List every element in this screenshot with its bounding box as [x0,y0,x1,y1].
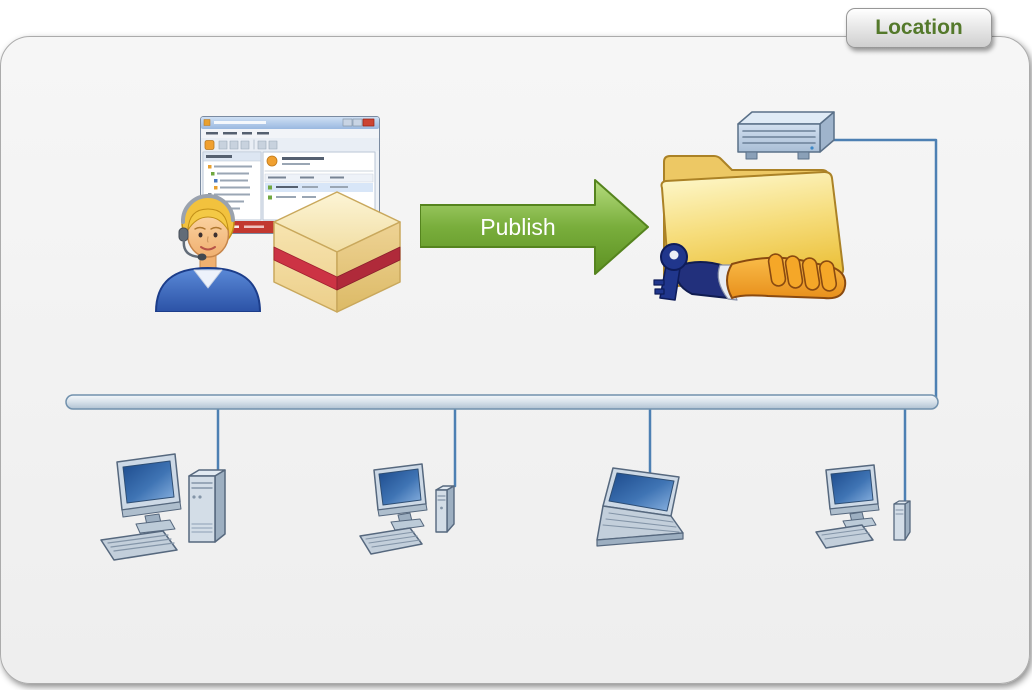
laptop-lid [602,467,680,517]
fingers [767,253,838,292]
minimize-button[interactable] [342,118,353,127]
thin-client-device [893,500,911,541]
monitor [825,464,880,530]
window-title-bar [201,117,379,129]
screen [830,469,874,505]
keyboard [359,527,423,555]
screen [608,472,675,512]
client-pc-1 [95,452,240,570]
tower [188,469,226,543]
monitor [116,453,182,534]
keyboard [100,530,178,561]
publish-label: Publish [480,214,555,240]
ribbon-right [336,246,401,291]
shared-folder-group [648,110,853,310]
admin-user [150,180,266,313]
keyboard [815,524,874,549]
tower [435,485,455,533]
desktop-pc-icon [100,453,226,561]
hand-icon [675,253,847,301]
shared-folder-icon [653,111,847,301]
close-button[interactable] [362,118,375,127]
headset-mic [197,253,207,261]
server-icon [737,111,835,160]
client-laptop [585,466,703,560]
software-package [270,190,405,314]
support-admin-icon [155,194,261,313]
location-tab-label: Location [875,16,963,39]
menu-bar [201,129,379,138]
screen [122,460,175,504]
hair-fringe [187,208,229,231]
thin-client-pc-icon [815,464,911,549]
headset-mic-boom [182,238,202,259]
client-pc-2 [358,462,478,566]
network-bus [65,394,939,410]
body [155,267,261,313]
laptop-base [596,505,684,547]
maximize-button[interactable] [352,118,363,127]
publish-arrow: Publish [419,178,650,278]
key-icon [653,243,688,301]
location-panel [0,36,1030,684]
selected-row[interactable] [265,183,373,192]
headset-band [180,194,235,224]
publish-arrow-icon: Publish [419,179,649,275]
toolbar [201,138,379,151]
desktop-pc-icon [359,463,455,555]
screen [378,468,422,506]
server-to-bus-line [828,138,938,400]
laptop-icon [596,467,684,547]
monitor [373,463,428,531]
software-package-icon [273,191,401,313]
client-pc-4 [812,462,930,562]
location-tab[interactable]: Location [846,8,992,48]
